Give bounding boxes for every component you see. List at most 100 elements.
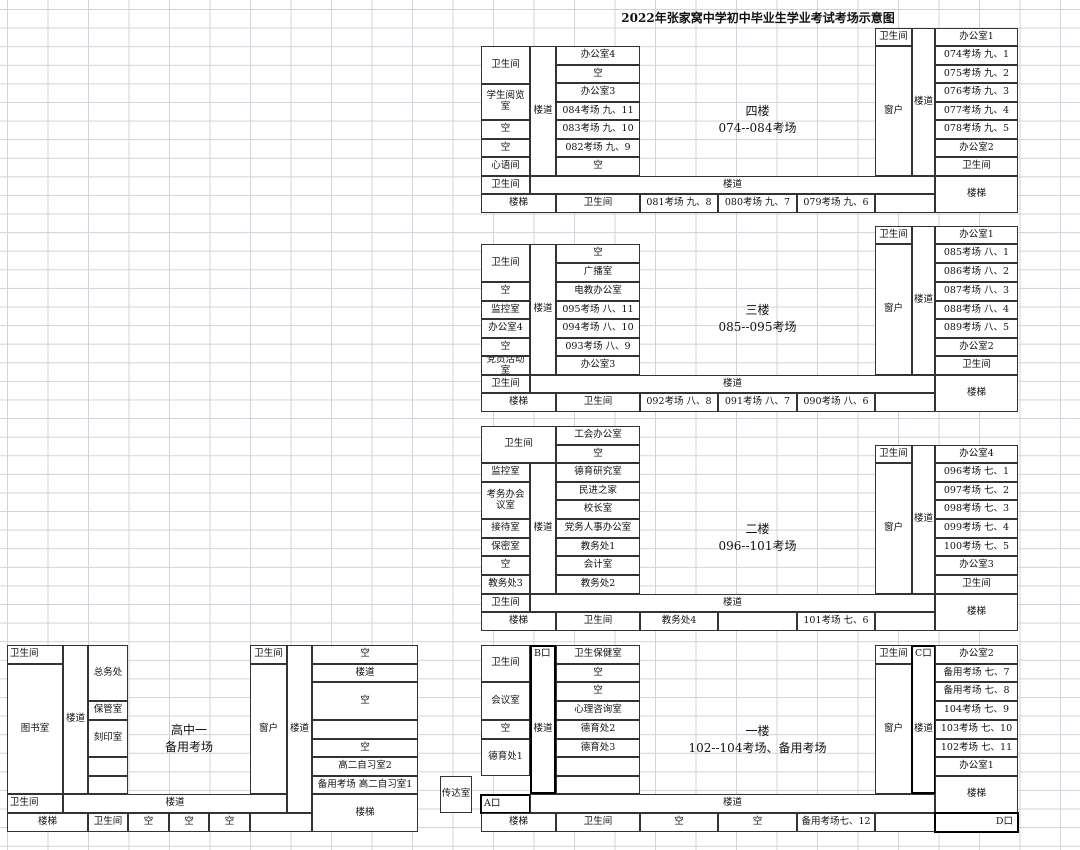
f3-bottom-3: 091考场 八、7 [718,393,797,412]
hs-center-1: 高中一 [170,722,207,737]
f3-room-4: 095考场 八、11 [556,301,640,319]
f2-room-3: 德育研究室 [556,463,640,482]
f2-right-room-4: 098考场 七、3 [935,500,1018,519]
f1-bottom-1: 卫生间 [556,813,640,832]
guard-room: 传达室 [440,776,472,813]
f1-right-room-2: 备用考场 七、7 [935,664,1018,682]
f3-wc-left-2: 卫生间 [481,375,530,393]
f2-room-6: 党务人事办公室 [556,519,640,538]
f3-right-room-3: 086考场 八、2 [935,263,1018,282]
hs-general-affairs: 总务处 [88,645,128,701]
f1-gate-c-corridor: C口 [911,645,936,794]
f4-right-room-3: 075考场 九、2 [935,65,1018,83]
hs-bottom-2: 空 [128,813,169,832]
f2-corridor-left: 楼道 [530,463,556,594]
hs-right-5: 空 [312,739,418,757]
f1-bottom-2: 空 [640,813,718,832]
f4-floor-name: 四楼 [745,103,770,118]
f4-right-room-2: 074考场 九、1 [935,46,1018,65]
hs-center-2: 备用考场 [164,740,213,754]
hs-right-4 [312,720,418,739]
f4-bottom-4: 079考场 九、6 [797,194,875,213]
f1-floor-name: 一楼 [745,723,770,738]
f3-corridor-left: 楼道 [530,244,556,375]
f4-window: 窗户 [875,46,912,176]
f3-wc-right-top: 卫生间 [875,226,912,244]
f1-room-3: 空 [556,682,640,701]
f2-room-8: 会计室 [556,556,640,575]
f3-hall: 楼道 [530,375,935,393]
f4-reading-room: 学生阅览室 [481,84,530,120]
hs-right-2: 楼道 [312,664,418,682]
f2-wc-left: 卫生间 [481,426,556,463]
f1-bottom-4: 备用考场七、12 [797,813,875,832]
hs-print-room: 刻印室 [88,720,128,757]
f2-right-room-1: 办公室4 [935,445,1018,463]
f2-room-4: 民进之家 [556,482,640,500]
f1-room-5: 德育处2 [556,720,640,739]
f1-meeting-room: 会议室 [481,682,530,720]
f3-stair-left: 楼梯 [481,393,556,412]
f2-room-1: 工会办公室 [556,426,640,445]
f4-wc-left-2: 卫生间 [481,176,530,194]
f1-corridor-left: 楼道 [533,723,553,735]
page-title: 2022年张家窝中学初中毕业生学业考试考场示意图 [621,11,895,25]
f1-stair-right: 楼梯 [935,776,1018,813]
f2-affairs3: 教务处3 [481,575,530,594]
f2-bottom-1: 卫生间 [556,612,640,631]
f3-window: 窗户 [875,244,912,375]
hs-hall: 楼道 [63,794,287,813]
f4-room-7: 空 [556,157,640,176]
f4-right-room-5: 077考场 九、4 [935,102,1018,120]
hs-bottom-3: 空 [169,813,209,832]
f1-right-room-7: 办公室1 [935,757,1018,776]
f3-stair-right: 楼梯 [935,375,1018,412]
f2-wc-right-top: 卫生间 [875,445,912,463]
f1-bottom-3: 空 [718,813,797,832]
f3-right-room-6: 089考场 八、5 [935,319,1018,338]
f1-gate-b: B口 [534,648,551,659]
f3-right-room-8: 卫生间 [935,356,1018,375]
f4-right-room-1: 办公室1 [935,28,1018,46]
f1-gate-c: C口 [915,648,932,659]
f1-moral-office-1: 德育处1 [481,739,530,776]
f4-room-4: 084考场 九、11 [556,102,640,120]
f4-room-6: 082考场 九、9 [556,139,640,157]
f4-room-3: 办公室3 [556,83,640,102]
f3-empty-1: 空 [481,282,530,301]
f2-floor-name: 二楼 [745,521,770,536]
f2-bottom-5 [875,612,935,631]
hs-wc-right: 卫生间 [250,645,287,664]
f3-bottom-1: 卫生间 [556,393,640,412]
f2-right-room-5: 099考场 七、4 [935,519,1018,538]
f3-room-5: 094考场 八、10 [556,319,640,338]
f3-room-6: 093考场 八、9 [556,338,640,356]
f4-heart-room: 心语间 [481,157,530,176]
f3-room-1: 空 [556,244,640,263]
f2-right-room-6: 100考场 七、5 [935,538,1018,556]
hs-corridor: 楼道 [63,645,88,794]
f2-room-9: 教务处2 [556,575,640,594]
hs-blank-2 [88,776,128,794]
f4-bottom-2: 081考场 九、8 [640,194,718,213]
f3-room-3: 电教办公室 [556,282,640,301]
hs-bottom-5 [250,813,312,832]
f1-gate-d: D口 [934,812,1019,833]
f2-right-room-3: 097考场 七、2 [935,482,1018,500]
f1-room-4: 心理咨询室 [556,701,640,720]
hs-stair-right: 楼梯 [312,794,418,832]
f1-room-7 [556,757,640,776]
f4-empty-1: 空 [481,120,530,139]
f1-room-6: 德育处3 [556,739,640,757]
f3-bottom-2: 092考场 八、8 [640,393,718,412]
f1-empty: 空 [481,720,530,739]
hs-window: 窗户 [250,664,287,794]
f1-right-room-6: 102考场 七、11 [935,739,1018,757]
f1-right-room-3: 备用考场 七、8 [935,682,1018,701]
f3-range: 085--095考场 [718,320,797,334]
f3-right-room-4: 087考场 八、3 [935,282,1018,301]
f4-corridor-right: 楼道 [912,28,935,176]
